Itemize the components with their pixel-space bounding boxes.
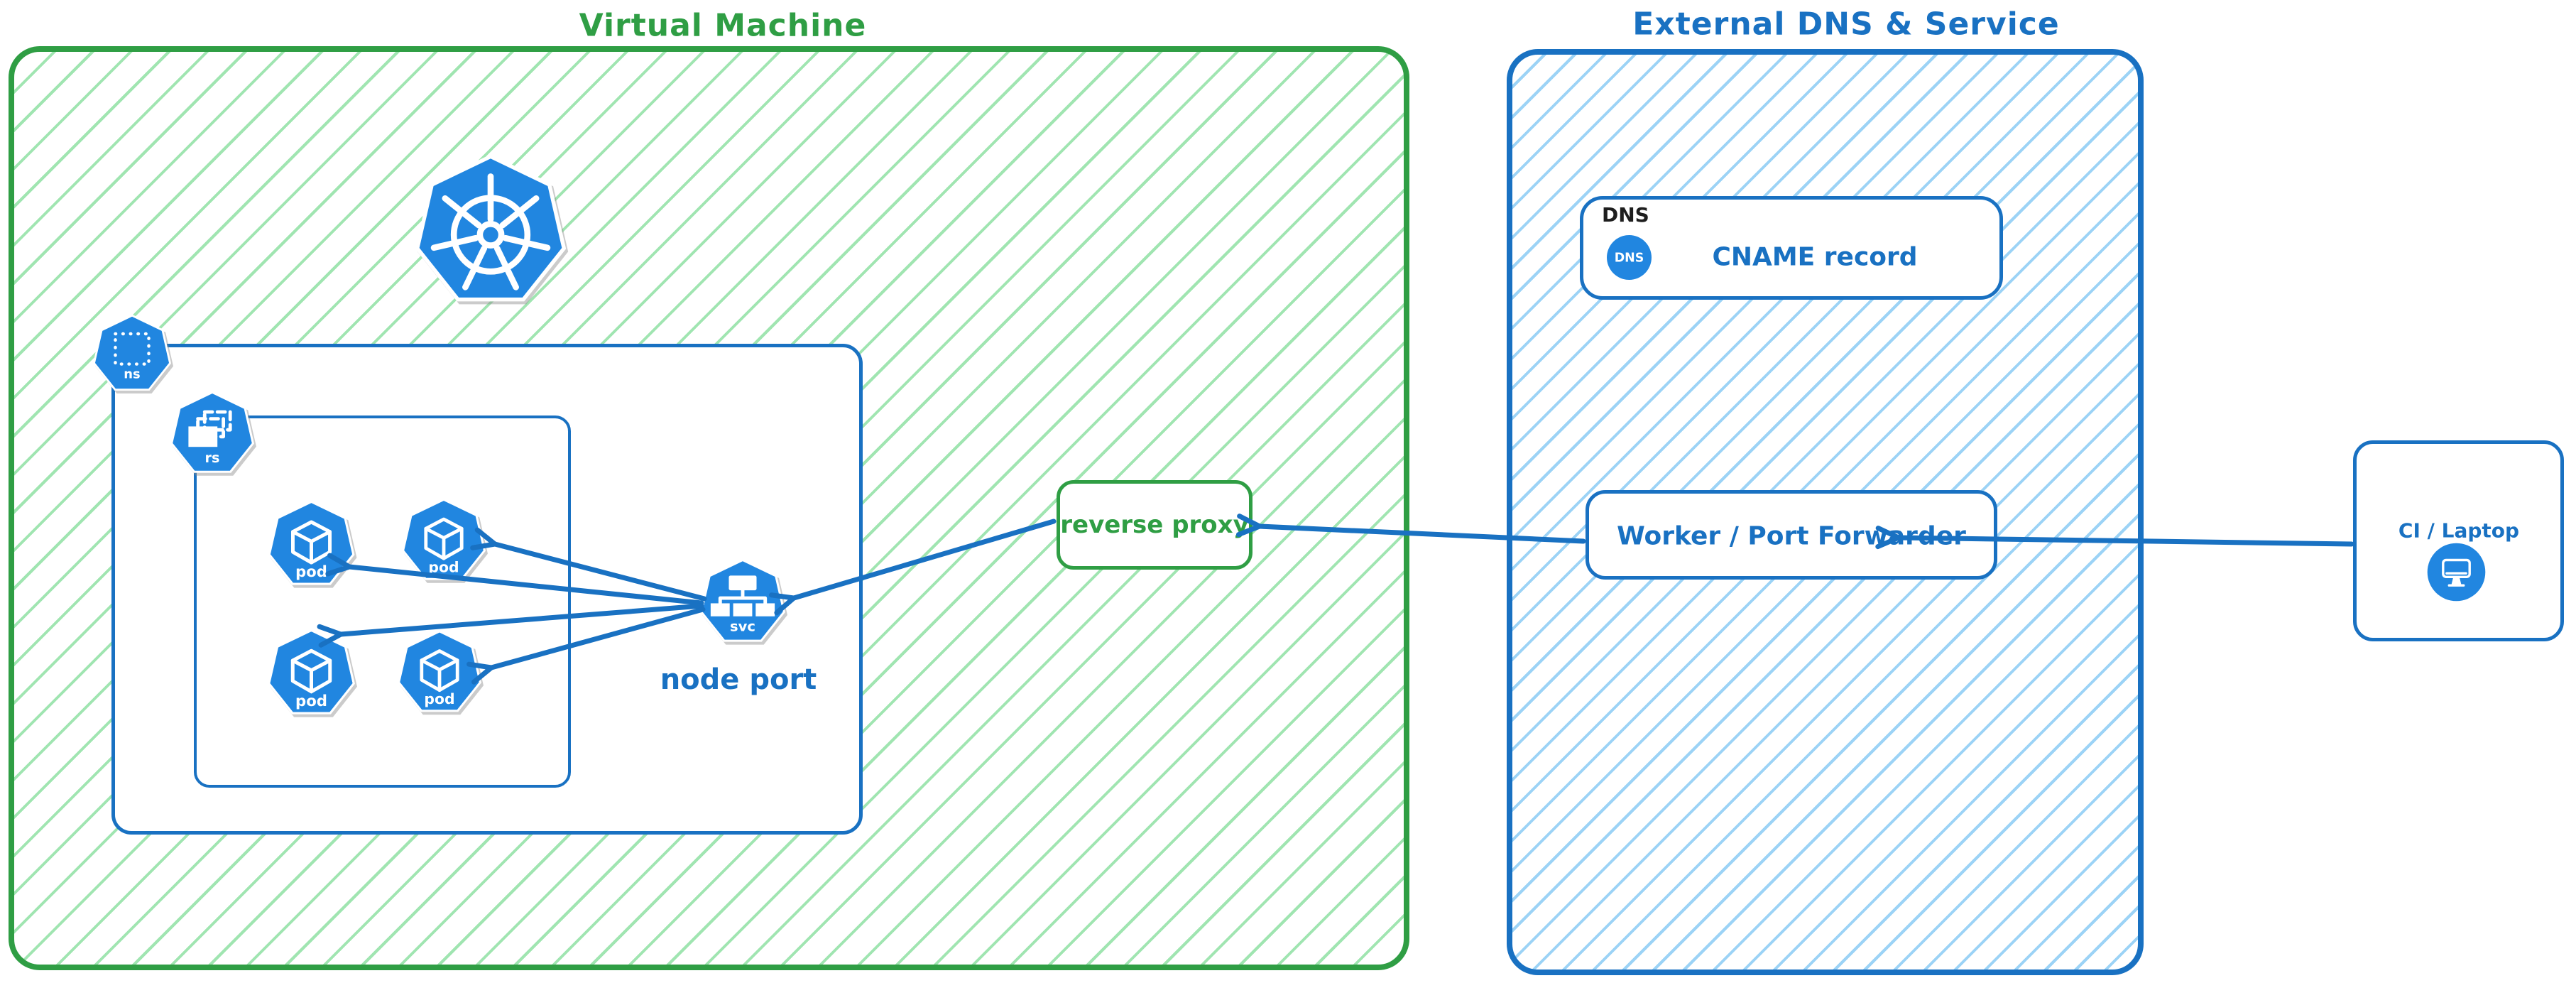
pod-icon-label: pod [428, 558, 459, 575]
reverse-proxy-label: reverse proxy [1060, 511, 1249, 539]
pod-icon-1: pod [268, 500, 355, 585]
pod-icon-label: pod [295, 563, 327, 580]
dns-badge-label: DNS [1615, 251, 1644, 266]
external-dns-service-title: External DNS & Service [1632, 6, 2060, 43]
kubernetes-icon [414, 149, 567, 311]
namespace-icon-label: ns [124, 367, 140, 382]
ci-laptop-box [2353, 440, 2564, 641]
cube-glyph [290, 520, 332, 565]
arrow-reverse-proxy-to-service [769, 518, 1057, 616]
cube-glyph [424, 517, 464, 560]
cube-glyph [290, 648, 332, 694]
replicaset-box [194, 416, 571, 788]
reverse-proxy-box [1057, 480, 1252, 570]
monitor-glyph [2442, 558, 2471, 587]
virtual-machine-title: Virtual Machine [579, 7, 867, 44]
pod-icon-label: pod [424, 690, 454, 707]
dns-tag-label: DNS [1602, 203, 1649, 227]
kubernetes-wheel-glyph [430, 173, 551, 290]
pod-icon-label: pod [295, 693, 327, 710]
dns-badge-icon: DNS [1607, 235, 1652, 280]
arrow-service-to-pod-3 [317, 603, 704, 648]
dns-record-box [1580, 196, 2003, 300]
arrow-service-to-pod-2 [470, 527, 707, 602]
cube-glyph [420, 649, 459, 693]
namespace-icon: ns [93, 314, 171, 391]
namespace-dotted-square [114, 332, 151, 366]
replicaset-icon-label: rs [205, 450, 220, 466]
arrow-service-to-pod-4 [466, 607, 706, 685]
replicaset-layers-glyph [188, 410, 232, 447]
arrow-service-to-pod-1 [325, 553, 704, 606]
replicaset-icon: rs [170, 391, 254, 473]
worker-port-forwarder-box [1586, 490, 1997, 580]
pod-icon-4: pod [398, 630, 481, 712]
node-port-label: node port [660, 663, 817, 696]
arrow-worker-to-reverse-proxy [1235, 514, 1586, 544]
service-icon-label: svc [730, 618, 755, 634]
arrow-ci-to-worker [1875, 526, 2354, 550]
ci-laptop-label: CI / Laptop [2398, 518, 2520, 543]
cname-record-label: CNAME record [1712, 242, 1918, 272]
monitor-icon [2427, 543, 2486, 602]
pod-icon-2: pod [402, 498, 486, 580]
pod-icon-3: pod [268, 629, 355, 715]
